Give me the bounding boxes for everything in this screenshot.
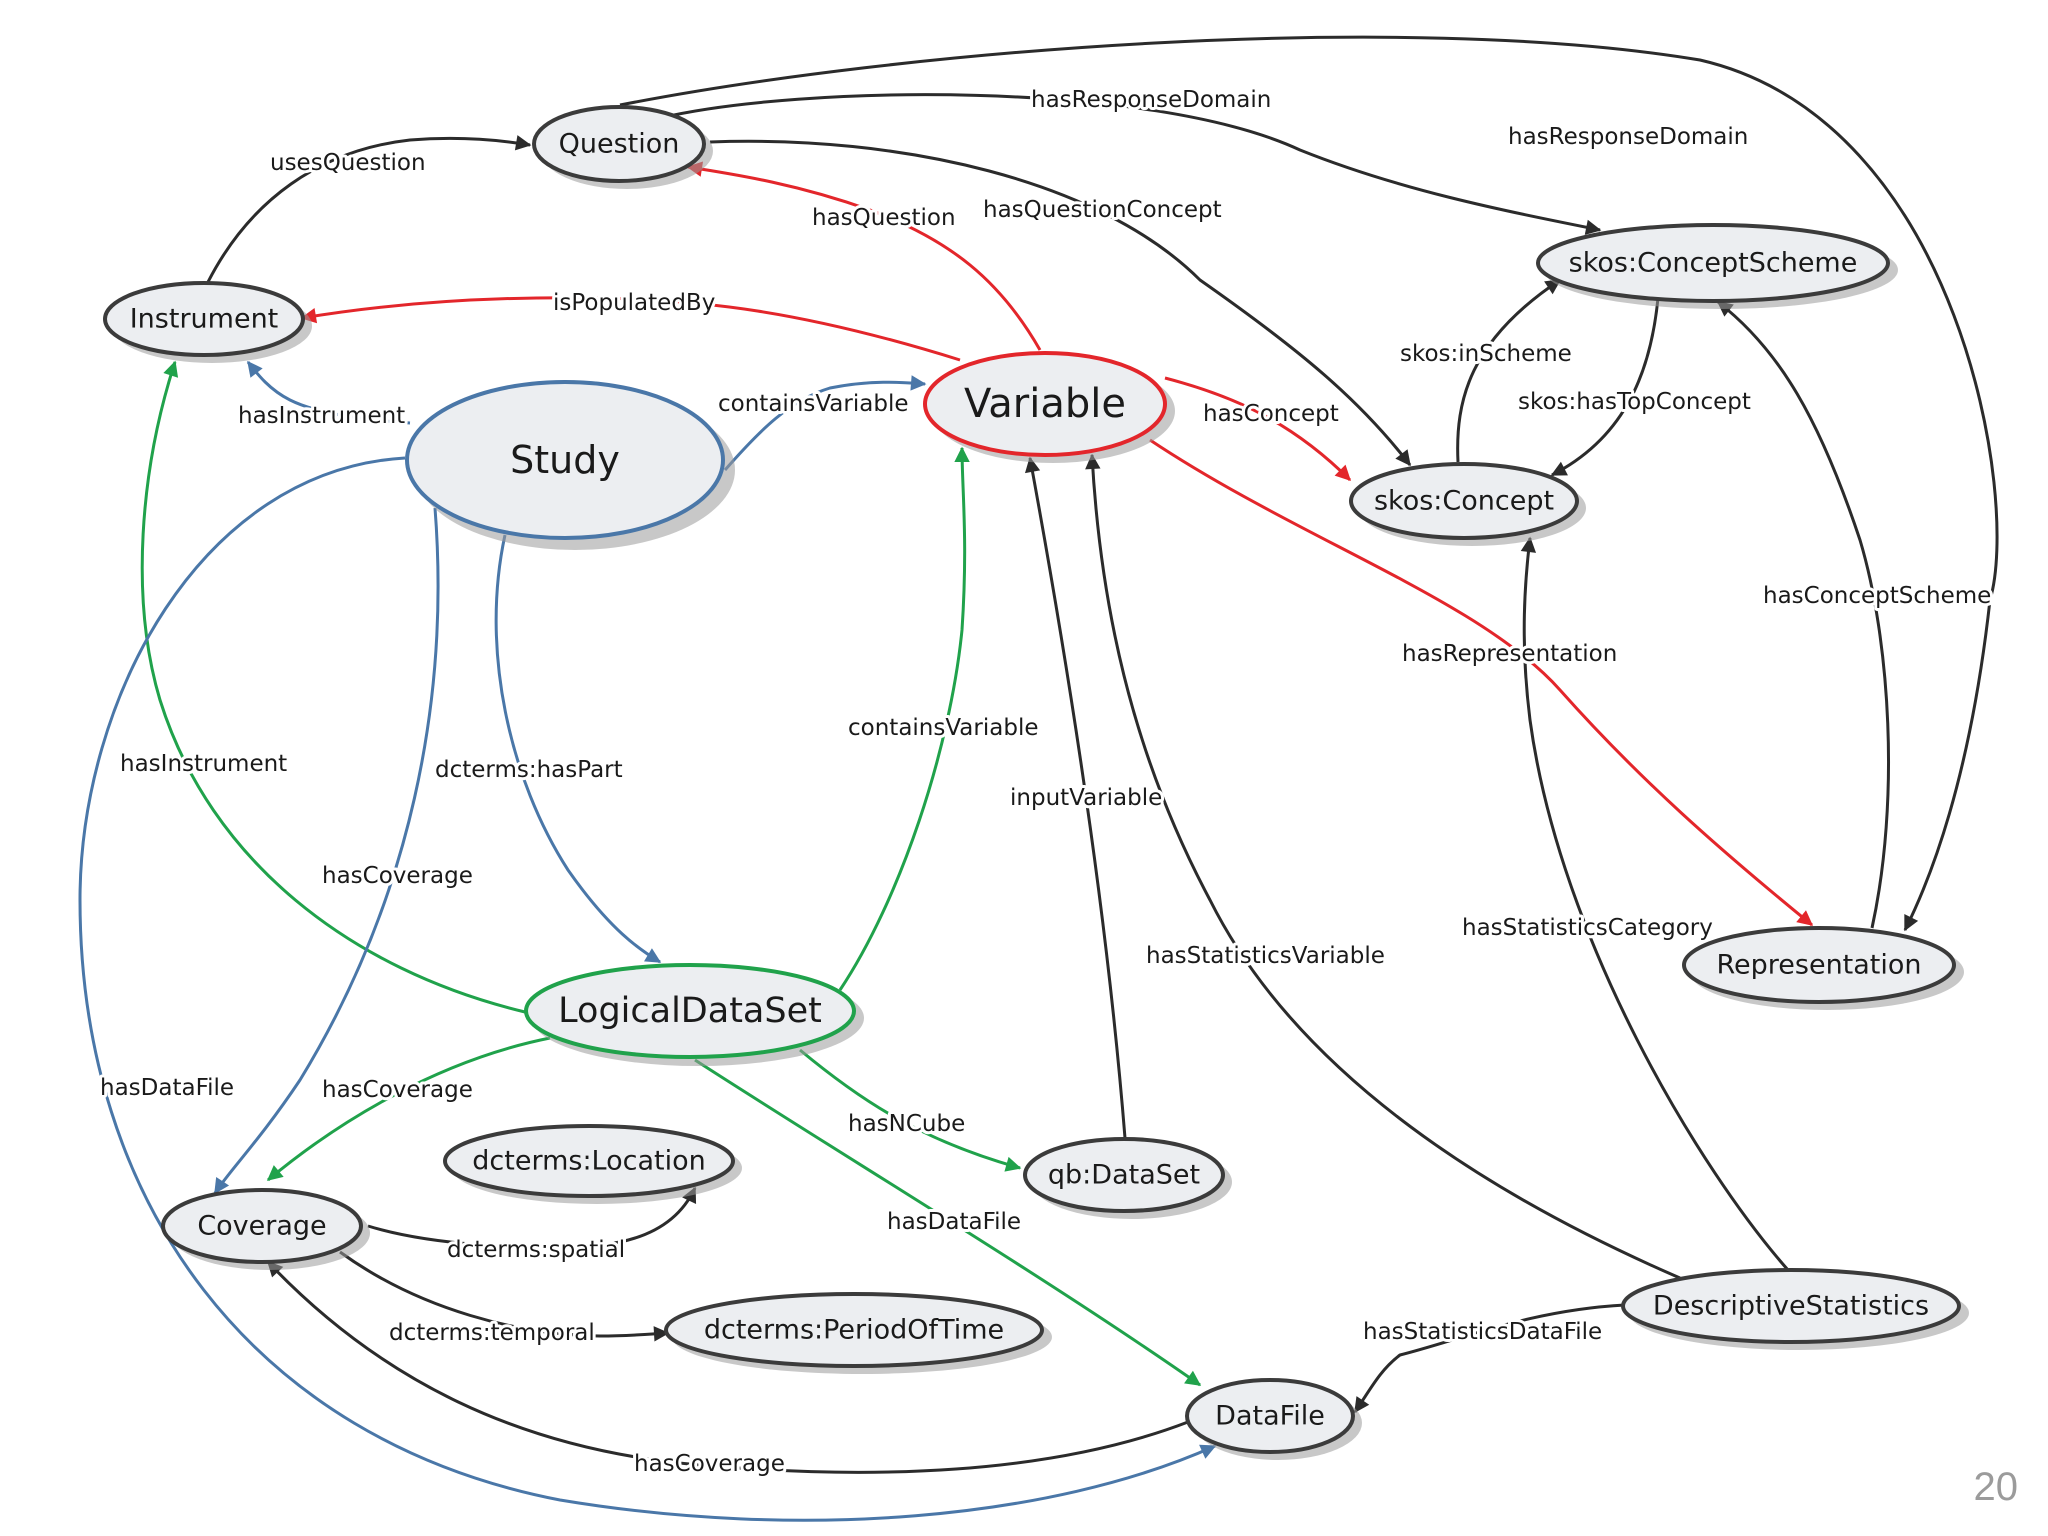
node-coverage-label: Coverage	[197, 1211, 326, 1242]
edge-question-conceptscheme	[659, 93, 1602, 235]
node-period-of-time-label: dcterms:PeriodOfTime	[704, 1315, 1004, 1346]
edge-scheme-concept-topconcept	[1550, 297, 1660, 477]
edge-instrument-question	[206, 135, 532, 283]
edge-study-datafile	[78, 456, 1217, 1522]
label-has-statistics-category: hasStatisticsCategory	[1462, 915, 1713, 941]
label-has-coverage-1: hasCoverage	[322, 863, 473, 889]
node-representation-label: Representation	[1716, 950, 1921, 981]
label-has-question: hasQuestion	[812, 205, 956, 231]
edges-layer	[78, 35, 1999, 1522]
label-dcterms-temporal: dcterms:temporal	[389, 1320, 595, 1346]
label-has-response-domain-1: hasResponseDomain	[1031, 87, 1271, 113]
node-descriptive-statistics-label: DescriptiveStatistics	[1653, 1291, 1929, 1322]
label-has-ncube: hasNCube	[848, 1111, 965, 1137]
label-dcterms-has-part: dcterms:hasPart	[435, 757, 623, 783]
node-question-label: Question	[559, 129, 680, 160]
edge-lds-coverage	[266, 1036, 551, 1182]
edge-question-concept	[709, 139, 1412, 467]
edge-coverage-period	[339, 1250, 670, 1342]
node-concept-scheme[interactable]: skos:ConceptScheme	[1536, 223, 1898, 309]
node-datafile[interactable]: DataFile	[1185, 1378, 1362, 1460]
edge-qbdataset-variable	[1024, 456, 1127, 1139]
label-has-coverage-3: hasCoverage	[634, 1451, 785, 1477]
node-logical-dataset[interactable]: LogicalDataSet	[524, 963, 864, 1066]
label-has-instrument-2: hasInstrument	[120, 751, 287, 777]
edge-concept-scheme-inscheme	[1456, 278, 1562, 463]
label-has-data-file-1: hasDataFile	[100, 1075, 234, 1101]
edge-variable-representation	[1149, 438, 1814, 927]
node-variable[interactable]: Variable	[923, 351, 1175, 463]
label-skos-in-scheme: skos:inScheme	[1400, 341, 1572, 367]
edge-descstats-concept	[1520, 536, 1790, 1271]
edge-study-lds	[494, 534, 662, 964]
node-question[interactable]: Question	[532, 105, 713, 189]
node-variable-label: Variable	[964, 381, 1126, 427]
edge-lds-variable	[838, 446, 970, 991]
label-contains-variable-1: containsVariable	[718, 391, 908, 417]
label-uses-question: usesQuestion	[270, 150, 426, 176]
node-period-of-time[interactable]: dcterms:PeriodOfTime	[664, 1292, 1052, 1374]
node-instrument-label: Instrument	[130, 304, 279, 335]
edge-variable-question	[686, 161, 1042, 351]
node-descriptive-statistics[interactable]: DescriptiveStatistics	[1621, 1268, 1969, 1350]
edge-labels-layer: hasResponseDomain hasResponseDomain uses…	[97, 84, 1994, 1480]
edge-lds-instrument	[140, 360, 526, 1014]
edge-descstats-datafile	[1353, 1303, 1626, 1414]
node-qb-dataset-label: qb:DataSet	[1048, 1160, 1200, 1191]
edge-representation-scheme	[1716, 300, 1891, 929]
node-datafile-label: DataFile	[1215, 1401, 1325, 1432]
label-has-coverage-2: hasCoverage	[322, 1077, 473, 1103]
node-concept-label: skos:Concept	[1374, 486, 1554, 517]
label-has-concept: hasConcept	[1203, 401, 1339, 427]
edge-question-representation	[619, 35, 1999, 932]
node-study[interactable]: Study	[405, 380, 735, 550]
edge-study-coverage	[213, 507, 440, 1195]
label-is-populated-by: isPopulatedBy	[553, 290, 715, 316]
label-has-representation: hasRepresentation	[1402, 641, 1617, 667]
node-location[interactable]: dcterms:Location	[443, 1124, 742, 1204]
edge-descstats-variable	[1085, 453, 1681, 1280]
nodes-layer: Question Instrument Study Variable skos:…	[103, 105, 1969, 1460]
page-number: 20	[1973, 1465, 2019, 1509]
label-input-variable: inputVariable	[1010, 785, 1162, 811]
edge-variable-instrument	[300, 296, 961, 362]
edge-datafile-coverage	[266, 1260, 1189, 1474]
edge-coverage-location	[367, 1186, 697, 1249]
label-has-question-concept: hasQuestionConcept	[983, 197, 1222, 223]
label-dcterms-spatial: dcterms:spatial	[447, 1237, 625, 1263]
edge-study-instrument	[246, 360, 411, 425]
label-has-statistics-datafile: hasStatisticsDataFile	[1363, 1319, 1602, 1345]
node-study-label: Study	[510, 438, 620, 482]
label-has-instrument-1: hasInstrument	[238, 403, 405, 429]
edge-lds-datafile	[694, 1058, 1202, 1387]
label-contains-variable-2: containsVariable	[848, 715, 1038, 741]
node-logical-dataset-label: LogicalDataSet	[558, 991, 822, 1031]
label-has-data-file-2: hasDataFile	[887, 1209, 1021, 1235]
label-has-concept-scheme: hasConceptScheme	[1763, 583, 1991, 609]
edge-variable-concept	[1164, 376, 1352, 482]
label-skos-has-top-concept: skos:hasTopConcept	[1518, 389, 1751, 415]
label-has-statistics-variable: hasStatisticsVariable	[1146, 943, 1385, 969]
node-qb-dataset[interactable]: qb:DataSet	[1023, 1137, 1232, 1219]
node-coverage[interactable]: Coverage	[161, 1188, 370, 1270]
node-instrument[interactable]: Instrument	[103, 281, 312, 363]
node-concept-scheme-label: skos:ConceptScheme	[1569, 248, 1858, 279]
edge-lds-qbdataset	[799, 1048, 1022, 1172]
node-representation[interactable]: Representation	[1682, 926, 1964, 1010]
label-has-response-domain-2: hasResponseDomain	[1508, 124, 1748, 150]
node-concept[interactable]: skos:Concept	[1349, 462, 1586, 546]
node-location-label: dcterms:Location	[472, 1146, 705, 1177]
edge-study-variable	[723, 375, 927, 471]
